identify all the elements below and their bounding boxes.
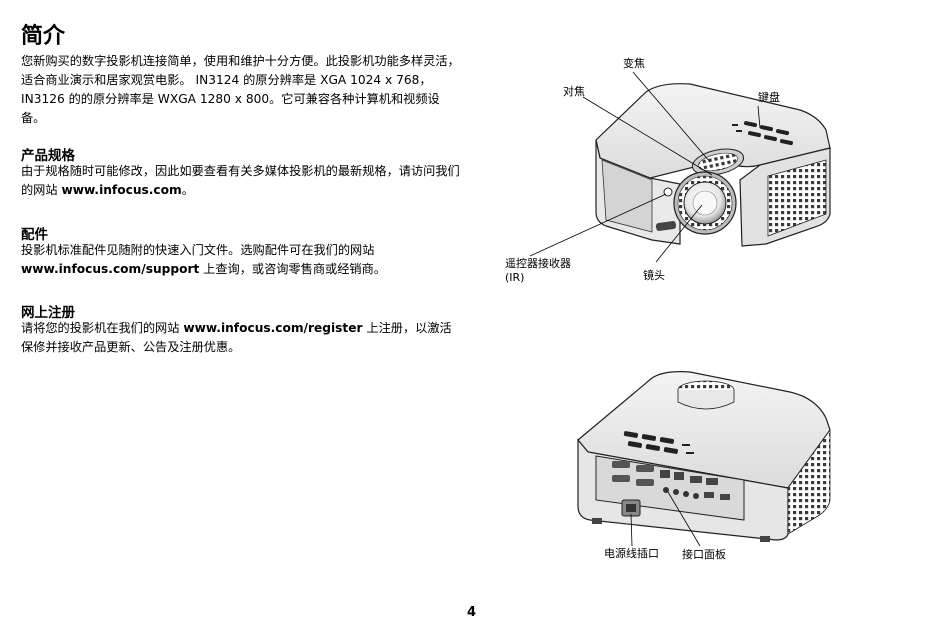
page-number: 4	[467, 605, 477, 620]
keypad-buttons	[732, 121, 793, 146]
specs-heading: 产品规格	[21, 148, 75, 164]
focus-label: 对焦	[563, 85, 585, 98]
page-title: 简介	[21, 24, 66, 49]
rear-keypad	[623, 431, 694, 454]
projector-front-view	[529, 71, 831, 263]
accessories-heading: 配件	[21, 227, 48, 243]
specs-text: 由于规格随时可能修改，因此如要查看有关多媒体投影机的最新规格，请访问我们的网站	[21, 164, 460, 197]
accessories-text: 投影机标准配件见随附的快速入门文件。选购配件可在我们的网站	[21, 243, 375, 257]
intro-paragraph: 您新购买的数字投影机连接简单，使用和维护十分方便。此投影机功能多样灵活，适合商业…	[21, 54, 460, 125]
accessories-text-end: 上查询，或咨询零售商或经销商。	[199, 262, 386, 276]
specs-text-end: 。	[181, 183, 194, 197]
registration-text-end: 上注册，以激活保修并接收产品更新、公告及注册优惠。	[21, 321, 452, 354]
registration-paragraph: 请将您的投影机在我们的网站 www.infocus.com/register 上…	[21, 319, 461, 357]
accessories-link[interactable]: www.infocus.com/support	[21, 262, 200, 276]
registration-heading: 网上注册	[21, 305, 75, 321]
connector-panel-label: 接口面板	[682, 548, 726, 561]
power-cord-label: 电源线插口	[604, 547, 659, 560]
registration-text: 请将您的投影机在我们的网站	[21, 321, 184, 335]
zoom-label: 变焦	[623, 57, 645, 70]
specs-link[interactable]: www.infocus.com	[61, 183, 182, 197]
ir-receiver-label: 遥控器接收器	[505, 257, 571, 270]
ir-abbrev-label: (IR)	[505, 271, 525, 284]
lens-label: 镜头	[643, 269, 665, 282]
projector-rear-view	[577, 371, 831, 547]
accessories-paragraph: 投影机标准配件见随附的快速入门文件。选购配件可在我们的网站 www.infocus…	[21, 241, 461, 279]
keypad-label: 键盘	[758, 91, 780, 104]
registration-link[interactable]: www.infocus.com/register	[183, 321, 363, 335]
specs-paragraph: 由于规格随时可能修改，因此如要查看有关多媒体投影机的最新规格，请访问我们的网站 …	[21, 162, 461, 200]
connector-ports	[612, 461, 730, 500]
